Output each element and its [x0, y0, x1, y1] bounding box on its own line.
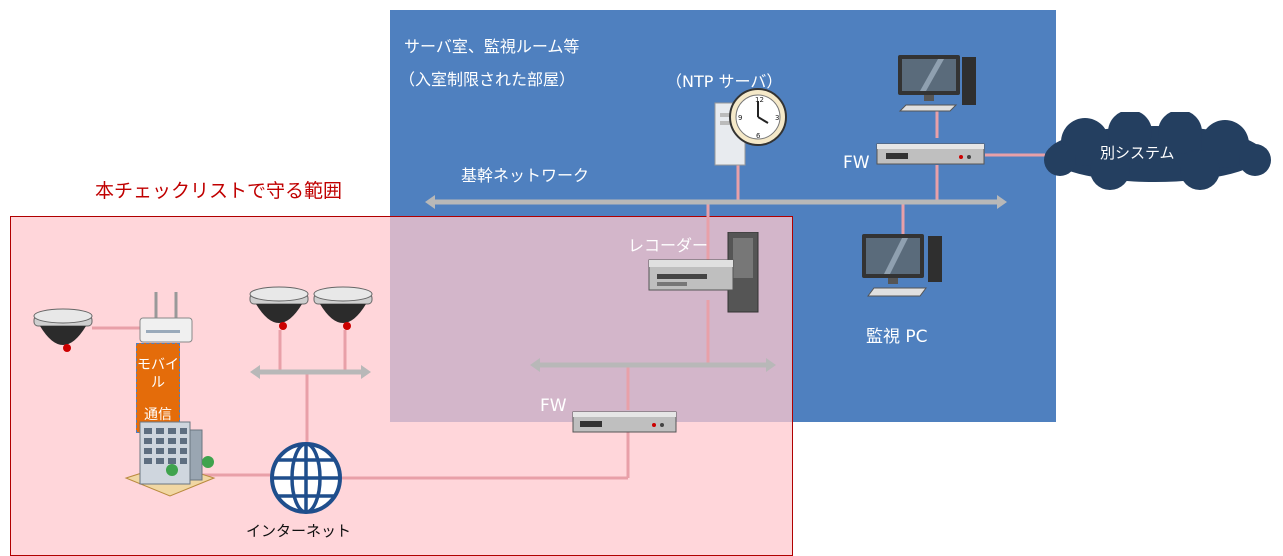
svg-text:6: 6 [756, 132, 761, 140]
svg-text:12: 12 [755, 96, 764, 104]
internet-label: インターネット [246, 522, 352, 540]
recorder-icon [648, 232, 759, 313]
monitor-pc-label: 監視 PC [866, 327, 928, 347]
building-icon [124, 421, 216, 497]
router-icon [139, 292, 193, 343]
svg-text:9: 9 [738, 114, 742, 122]
server-room-title: サーバ室、監視ルーム等 [404, 37, 580, 56]
recorder-label: レコーダー [628, 236, 709, 255]
monitor-pc-icon [862, 234, 942, 297]
cloud-icon [1044, 112, 1271, 190]
ntp-server-label: （NTP サーバ） [666, 72, 783, 91]
server-room-subtitle: （入室制限された部屋） [399, 70, 576, 89]
firewall-icon [876, 143, 985, 165]
mobile-label-line2: 通信 [144, 407, 172, 423]
backbone-network-label: 基幹ネットワーク [461, 166, 590, 185]
camera-icon [33, 308, 93, 352]
fw-top-label: FW [843, 153, 870, 173]
fw-bottom-label: FW [540, 396, 567, 416]
camera-icon [313, 286, 373, 330]
mobile-communication-box: モバイル 通信 [136, 343, 180, 433]
backbone-bus [425, 195, 1007, 209]
globe-icon [270, 442, 342, 514]
camera-icon [249, 286, 309, 330]
scope-title: 本チェックリストで守る範囲 [95, 180, 343, 202]
pc-icon [898, 55, 976, 112]
lower-bus [530, 358, 776, 372]
server-icon: 12 3 6 9 [714, 88, 787, 166]
svg-text:3: 3 [775, 114, 779, 122]
mobile-label-line1: モバイル [137, 357, 179, 391]
camera-bus [250, 365, 371, 379]
other-system-label: 別システム [1100, 144, 1175, 162]
firewall-icon [572, 411, 677, 433]
